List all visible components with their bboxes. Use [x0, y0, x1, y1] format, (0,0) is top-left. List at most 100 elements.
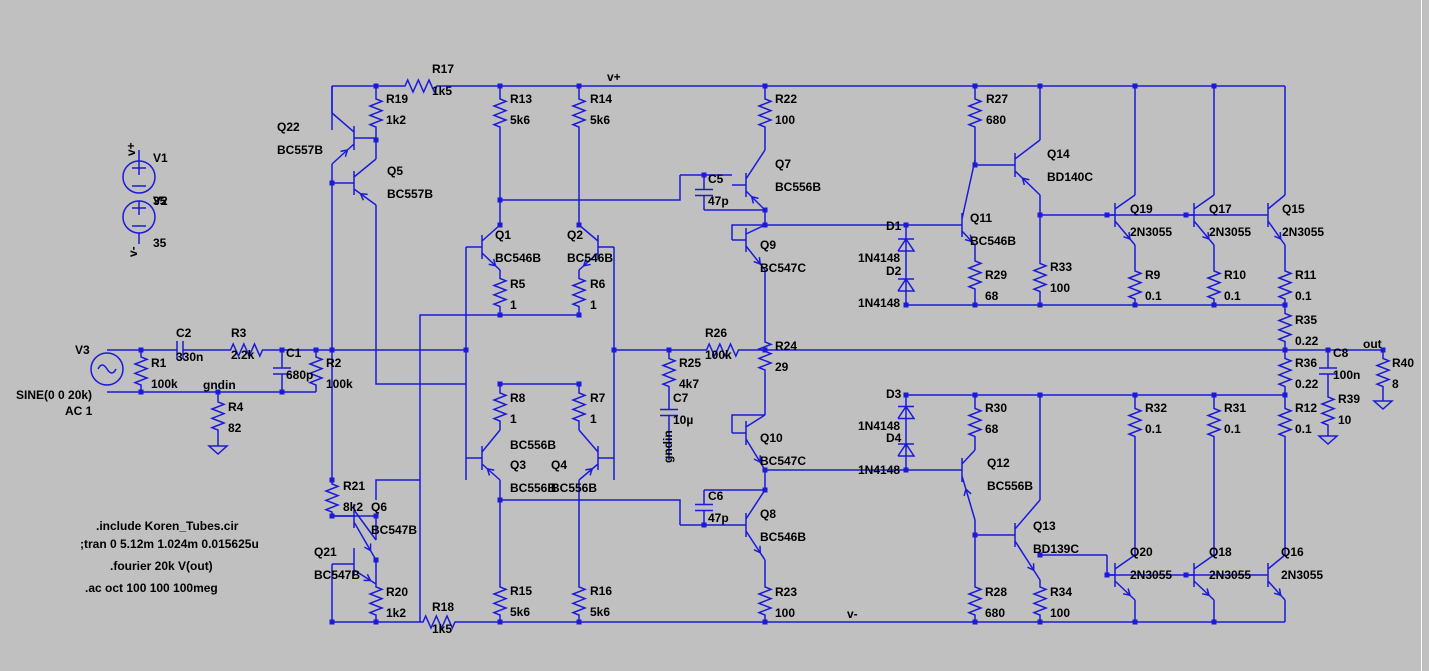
ref-q1: Q1 — [495, 228, 511, 242]
junction-dot — [903, 222, 909, 228]
sine-wave-icon — [97, 364, 117, 374]
ref-c1: C1 — [286, 346, 302, 360]
ground-icon — [1372, 395, 1394, 411]
ref-r12: R12 — [1295, 401, 1317, 415]
ref-q13: Q13 — [1033, 519, 1056, 533]
ref-c7: C7 — [673, 391, 689, 405]
resistor-r31 — [1205, 395, 1223, 450]
value-c2: 330n — [176, 350, 203, 364]
resistor-r22 — [756, 86, 774, 140]
junction-dot — [1037, 552, 1043, 558]
ref-r10: R10 — [1224, 268, 1246, 282]
value-q21: BC547B — [314, 568, 360, 582]
ground-icon — [207, 440, 229, 456]
ref-q12: Q12 — [987, 456, 1010, 470]
resistor-r34 — [1031, 580, 1049, 622]
ref-r30: R30 — [985, 401, 1007, 415]
junction-dot — [1037, 83, 1043, 89]
junction-dot — [279, 347, 285, 353]
value-r26: 100k — [705, 348, 732, 362]
transistor-q14 — [975, 139, 1041, 196]
junction-dot — [1282, 347, 1288, 353]
junction-dot — [497, 312, 503, 318]
value-r20: 1k2 — [386, 606, 406, 620]
ref-r26: R26 — [705, 326, 727, 340]
transistor-q16 — [1260, 554, 1286, 601]
plus-minus-icon — [132, 201, 146, 227]
junction-dot — [576, 381, 582, 387]
resistor-r12 — [1276, 395, 1294, 450]
ref-q21: Q21 — [314, 545, 337, 559]
junction-dot — [972, 392, 978, 398]
emitter-arrow-icon — [1027, 563, 1035, 571]
emitter-arrow-icon — [486, 468, 495, 476]
ref-q15: Q15 — [1282, 202, 1305, 216]
value-q15: 2N3055 — [1282, 225, 1324, 239]
ref-r4: R4 — [228, 400, 244, 414]
transistor-q22 — [331, 112, 376, 165]
net-vminus-v2: v- — [126, 246, 140, 257]
junction-dot — [1132, 83, 1138, 89]
ref-q20: Q20 — [1130, 545, 1153, 559]
diode-d3 — [897, 395, 916, 430]
capacitor-c5 — [695, 175, 713, 210]
resistor-r36 — [1276, 350, 1294, 395]
capacitor-c7 — [660, 395, 678, 430]
ref-q3: Q3 — [510, 458, 526, 472]
resistor-r33 — [1031, 250, 1049, 305]
value-r32: 0.1 — [1145, 422, 1162, 436]
ref-q17: Q17 — [1209, 202, 1232, 216]
value-r18: 1k5 — [432, 622, 452, 636]
spice-directive: .fourier 20k V(out) — [110, 559, 213, 573]
junction-dot — [576, 619, 582, 625]
ref-r13: R13 — [510, 92, 532, 106]
ref-r20: R20 — [386, 585, 408, 599]
junction-dot — [762, 487, 768, 493]
junction-dot — [972, 302, 978, 308]
ref-r40: R40 — [1392, 356, 1414, 370]
junction-dot — [576, 312, 582, 318]
ref-r17: R17 — [432, 62, 454, 76]
resistor-r30 — [966, 395, 984, 450]
value-r4: 82 — [228, 421, 242, 435]
ref-r34: R34 — [1050, 585, 1072, 599]
junction-dot — [1104, 572, 1110, 578]
capacitor-c1 — [273, 350, 291, 392]
ref-r31: R31 — [1224, 401, 1246, 415]
ref-q9: Q9 — [760, 238, 776, 252]
value-c1: 680p — [286, 368, 313, 382]
transistor-q5 — [332, 158, 377, 206]
transistor-q13 — [975, 499, 1041, 581]
emitter-arrow-icon — [750, 195, 759, 204]
value-r33: 100 — [1050, 281, 1070, 295]
junction-dot — [762, 222, 768, 228]
net-vplus: v+ — [607, 70, 621, 84]
value-r29: 68 — [985, 289, 999, 303]
junction-dot — [373, 513, 379, 519]
junction-dot — [1037, 392, 1043, 398]
value-v3: SINE(0 0 20k) — [16, 388, 92, 402]
ref-v2: V2 — [153, 194, 168, 208]
emitter-arrow-icon — [1274, 231, 1282, 240]
resistor-r24 — [756, 340, 774, 372]
window-edge — [1421, 0, 1422, 671]
junction-dot — [1211, 619, 1217, 625]
value-q14: BD140C — [1047, 170, 1093, 184]
emitter-arrow-icon — [363, 573, 372, 582]
transistor-q10 — [732, 414, 766, 471]
transistor-q20 — [1107, 554, 1136, 601]
junction-dot — [903, 302, 909, 308]
ref-r11: R11 — [1295, 268, 1317, 282]
resistor-r15 — [491, 580, 509, 622]
junction-dot — [373, 83, 379, 89]
ref-r33: R33 — [1050, 260, 1072, 274]
value-r2: 100k — [326, 377, 353, 391]
junction-dot — [972, 619, 978, 625]
value-v1: 35 — [153, 194, 167, 208]
value-r21: 8k2 — [343, 500, 363, 514]
transistor-q21 — [332, 548, 377, 585]
resistor-r13 — [491, 86, 509, 140]
junction-dot — [497, 619, 503, 625]
junction-dot — [1183, 212, 1189, 218]
